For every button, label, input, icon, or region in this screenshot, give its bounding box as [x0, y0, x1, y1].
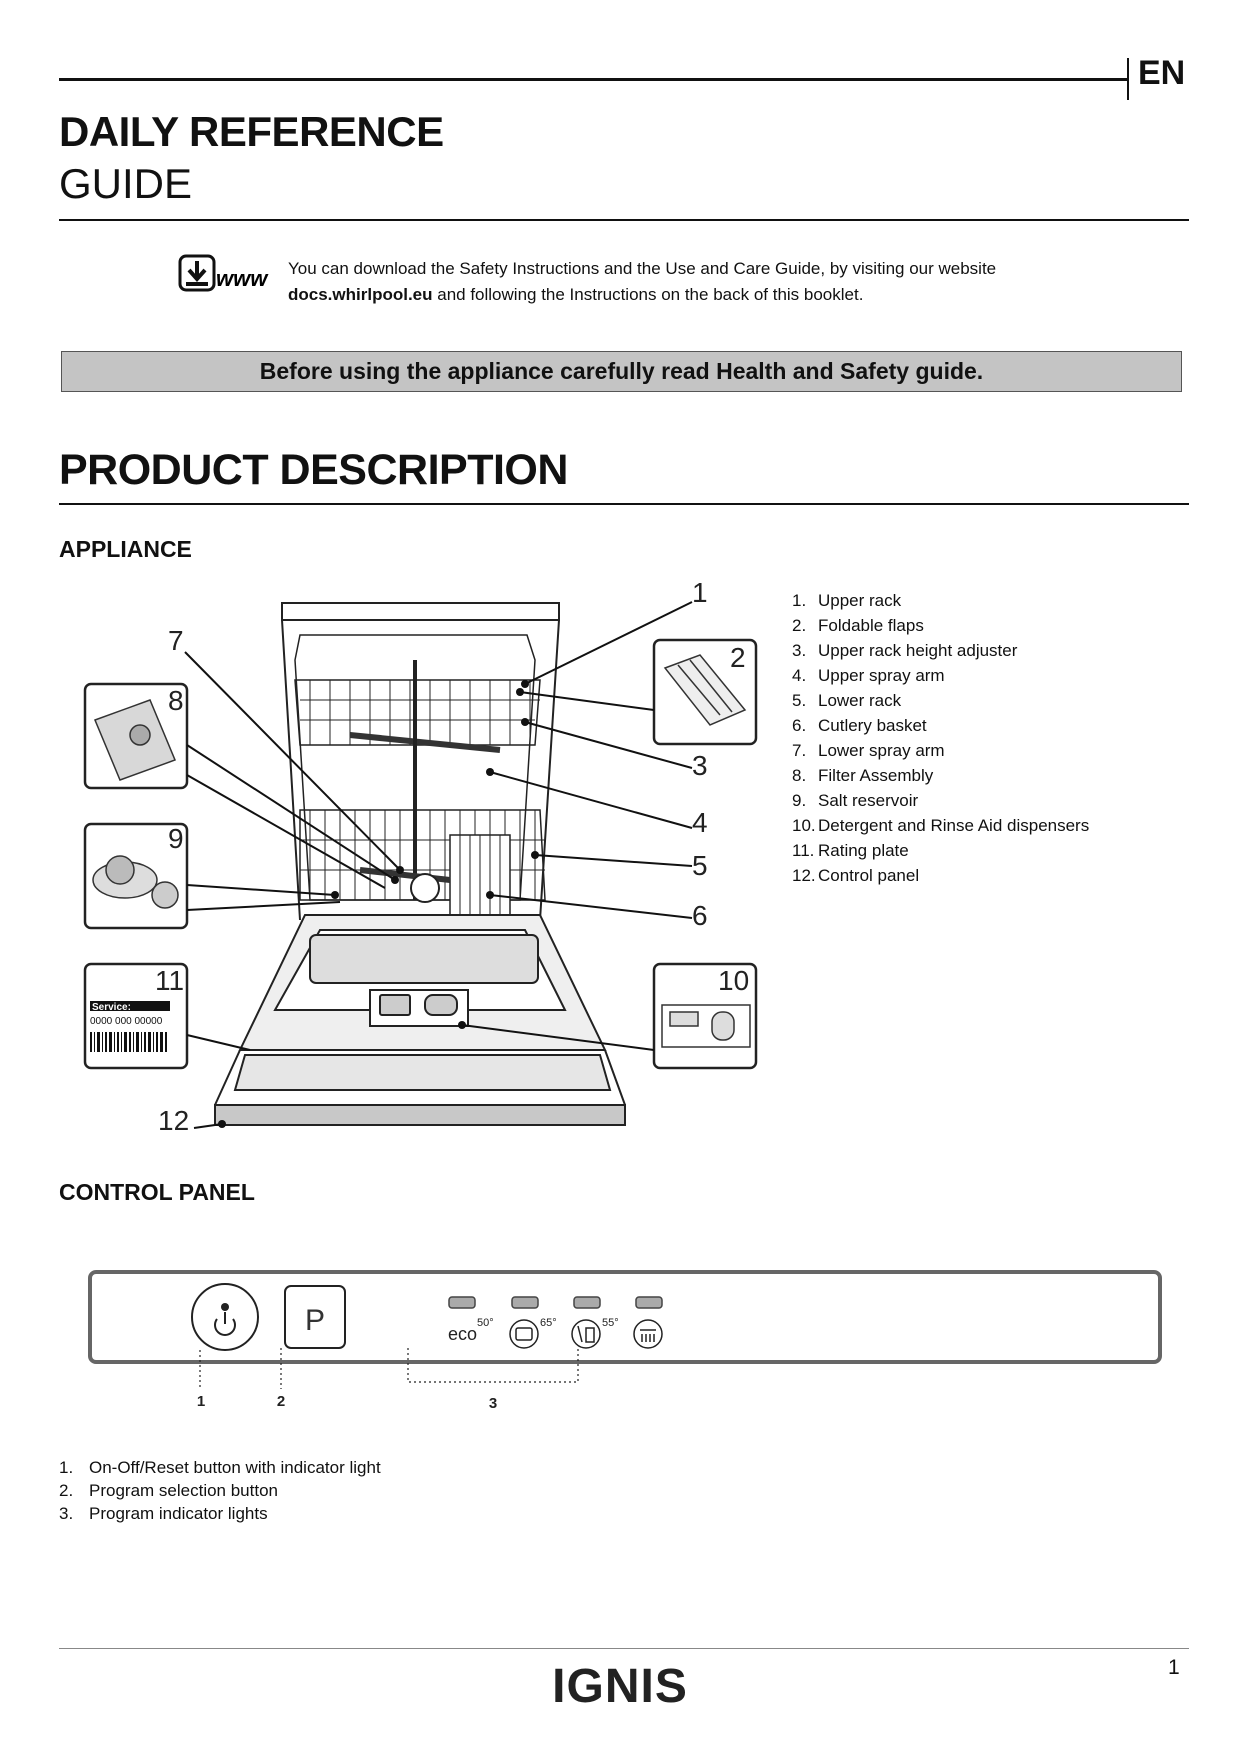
list-item: 3.Upper rack height adjuster	[792, 641, 1018, 660]
list-item: 9.Salt reservoir	[792, 791, 919, 810]
callout-10: 10	[718, 965, 749, 996]
indicator-light-rinse	[635, 1296, 663, 1309]
download-line1: You can download the Safety Instructions…	[288, 259, 997, 278]
eco-temp: 50°	[477, 1317, 494, 1329]
program-button[interactable]: P	[284, 1285, 346, 1349]
indicator-light-pot	[511, 1296, 539, 1309]
rinse-icon	[633, 1319, 663, 1349]
filter-assembly-inset	[94, 699, 176, 781]
rating-plate-inset: Service: 0000 000 00000	[90, 1001, 170, 1052]
download-line2: and following the Instructions on the ba…	[432, 285, 864, 304]
section-rule	[59, 503, 1189, 505]
cp-callout-3: 3	[489, 1395, 497, 1412]
list-item: 6.Cutlery basket	[792, 716, 927, 735]
download-note: You can download the Safety Instructions…	[288, 256, 1088, 308]
svg-text:Service:: Service:	[92, 1002, 131, 1013]
list-item: 5.Lower rack	[792, 691, 902, 710]
glass-icon	[571, 1319, 601, 1349]
indicator-light-eco	[448, 1296, 476, 1309]
lang-separator	[1127, 58, 1129, 100]
safety-warning-banner: Before using the appliance carefully rea…	[61, 351, 1182, 392]
language-label: EN	[1138, 54, 1186, 92]
list-item: 2.Program selection button	[59, 1481, 278, 1500]
list-item: 1.On-Off/Reset button with indicator lig…	[59, 1458, 381, 1477]
list-item: 8.Filter Assembly	[792, 766, 934, 785]
download-www-icon: www	[178, 254, 269, 292]
foldable-flaps-inset	[663, 654, 747, 726]
callout-6: 6	[692, 900, 708, 931]
list-item: 3.Program indicator lights	[59, 1504, 268, 1523]
callout-5: 5	[692, 850, 708, 881]
title-rule	[59, 219, 1189, 221]
list-item: 1.Upper rack	[792, 591, 902, 610]
list-item: 10.Detergent and Rinse Aid dispensers	[792, 816, 1090, 835]
footer-rule	[59, 1648, 1189, 1649]
callout-8: 8	[168, 685, 184, 716]
svg-text:www: www	[216, 266, 269, 291]
svg-text:0000 000 00000: 0000 000 00000	[90, 1016, 163, 1027]
callout-4: 4	[692, 807, 708, 838]
list-item: 11.Rating plate	[792, 841, 909, 860]
salt-reservoir-inset	[92, 855, 179, 909]
page-number: 1	[1168, 1656, 1180, 1679]
cp-callout-1: 1	[197, 1393, 205, 1410]
callout-2: 2	[730, 642, 746, 673]
control-panel-diagram: P eco 50° 65° 55° 1 2 3	[88, 1270, 1162, 1412]
pot-icon	[509, 1319, 539, 1349]
eco-symbol: eco	[448, 1324, 477, 1344]
cp-callout-2: 2	[277, 1393, 285, 1410]
svg-text:IGNIS: IGNIS	[552, 1662, 688, 1708]
page-subtitle: GUIDE	[59, 160, 193, 207]
appliance-heading: APPLIANCE	[59, 536, 192, 562]
section-title: PRODUCT DESCRIPTION	[59, 446, 568, 494]
list-item: 7.Lower spray arm	[792, 741, 945, 760]
pot-temp: 65°	[540, 1317, 557, 1329]
list-item: 4.Upper spray arm	[792, 666, 945, 685]
callout-1: 1	[692, 577, 708, 608]
control-panel-heading: CONTROL PANEL	[59, 1179, 255, 1205]
dispensers-inset	[661, 1004, 751, 1048]
callout-9: 9	[168, 823, 184, 854]
website-link[interactable]: docs.whirlpool.eu	[288, 285, 433, 304]
callout-11: 11	[155, 965, 184, 996]
brand-logo: IGNIS	[552, 1662, 688, 1708]
indicator-light-glass	[573, 1296, 601, 1309]
list-item: 2.Foldable flaps	[792, 616, 924, 635]
callout-7: 7	[168, 625, 184, 656]
page-title: DAILY REFERENCE	[59, 108, 444, 155]
appliance-diagram: Service: 0000 000 00000	[83, 577, 758, 1136]
top-rule	[59, 78, 1127, 81]
svg-text:P: P	[305, 1304, 325, 1337]
parts-list: 1.Upper rack 2.Foldable flaps 3.Upper ra…	[792, 588, 1089, 888]
callout-3: 3	[692, 750, 708, 781]
power-button[interactable]	[191, 1283, 259, 1351]
callout-12: 12	[158, 1105, 189, 1136]
glass-temp: 55°	[602, 1317, 619, 1329]
control-panel-list: 1.On-Off/Reset button with indicator lig…	[59, 1456, 381, 1525]
list-item: 12.Control panel	[792, 866, 920, 885]
